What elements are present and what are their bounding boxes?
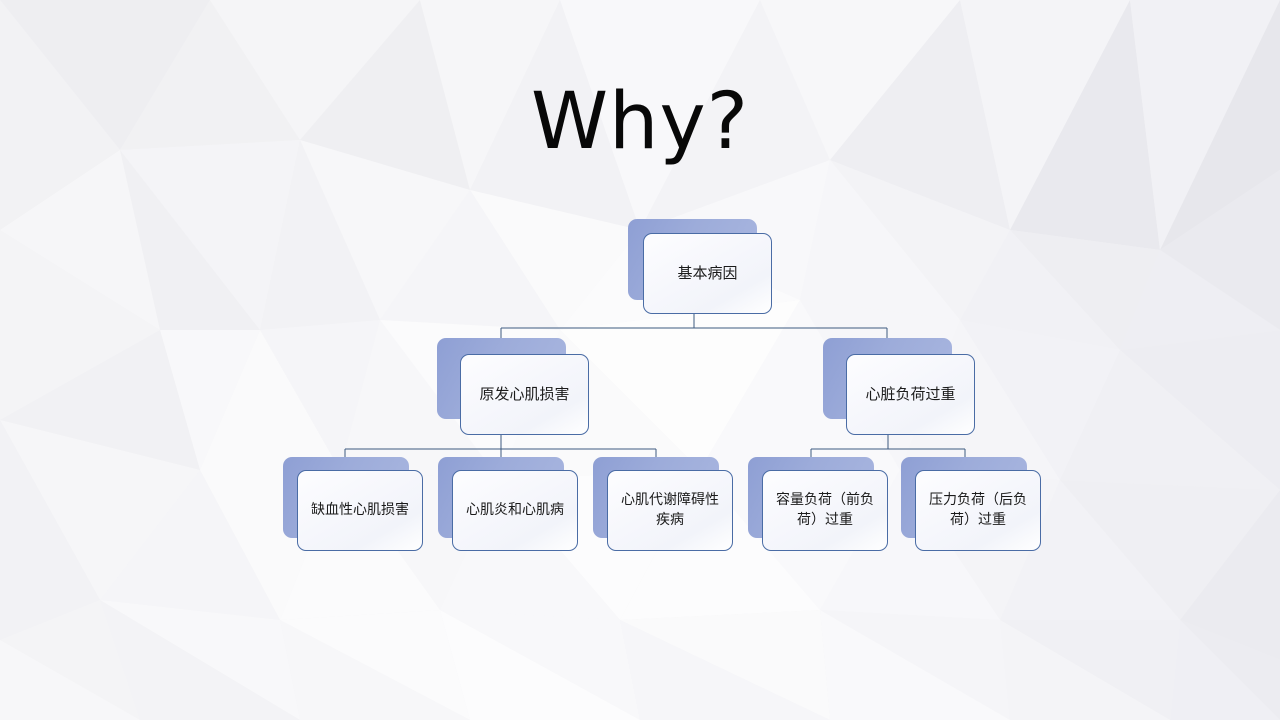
node-cardiac-overload[interactable]: 心脏负荷过重 bbox=[823, 338, 975, 435]
node-label: 心肌炎和心肌病 bbox=[466, 501, 564, 518]
node-card[interactable]: 心肌炎和心肌病 bbox=[452, 470, 578, 551]
node-myocarditis-cardiomyopathy[interactable]: 心肌炎和心肌病 bbox=[438, 457, 578, 551]
node-card[interactable]: 压力负荷（后负荷）过重 bbox=[915, 470, 1041, 551]
node-label: 心肌代谢障碍性疾病 bbox=[621, 492, 719, 528]
node-card[interactable]: 原发心肌损害 bbox=[460, 354, 589, 435]
node-pressure-overload-afterload[interactable]: 压力负荷（后负荷）过重 bbox=[901, 457, 1041, 551]
node-label: 缺血性心肌损害 bbox=[311, 501, 409, 518]
node-card[interactable]: 缺血性心肌损害 bbox=[297, 470, 423, 551]
node-label: 容量负荷（前负荷）过重 bbox=[776, 492, 874, 528]
node-label: 压力负荷（后负荷）过重 bbox=[929, 492, 1027, 528]
node-ischemic-myocardial-damage[interactable]: 缺血性心肌损害 bbox=[283, 457, 423, 551]
node-label: 心脏负荷过重 bbox=[865, 385, 956, 404]
node-primary-myocardial-damage[interactable]: 原发心肌损害 bbox=[437, 338, 589, 435]
node-label: 基本病因 bbox=[677, 264, 738, 283]
node-label: 原发心肌损害 bbox=[479, 385, 570, 404]
slide-title: Why? bbox=[530, 77, 750, 167]
node-card[interactable]: 心脏负荷过重 bbox=[846, 354, 975, 435]
node-card[interactable]: 基本病因 bbox=[643, 233, 772, 314]
node-metabolic-disorder-disease[interactable]: 心肌代谢障碍性疾病 bbox=[593, 457, 733, 551]
node-volume-overload-preload[interactable]: 容量负荷（前负荷）过重 bbox=[748, 457, 888, 551]
node-card[interactable]: 心肌代谢障碍性疾病 bbox=[607, 470, 733, 551]
node-root[interactable]: 基本病因 bbox=[628, 219, 772, 314]
node-card[interactable]: 容量负荷（前负荷）过重 bbox=[762, 470, 888, 551]
